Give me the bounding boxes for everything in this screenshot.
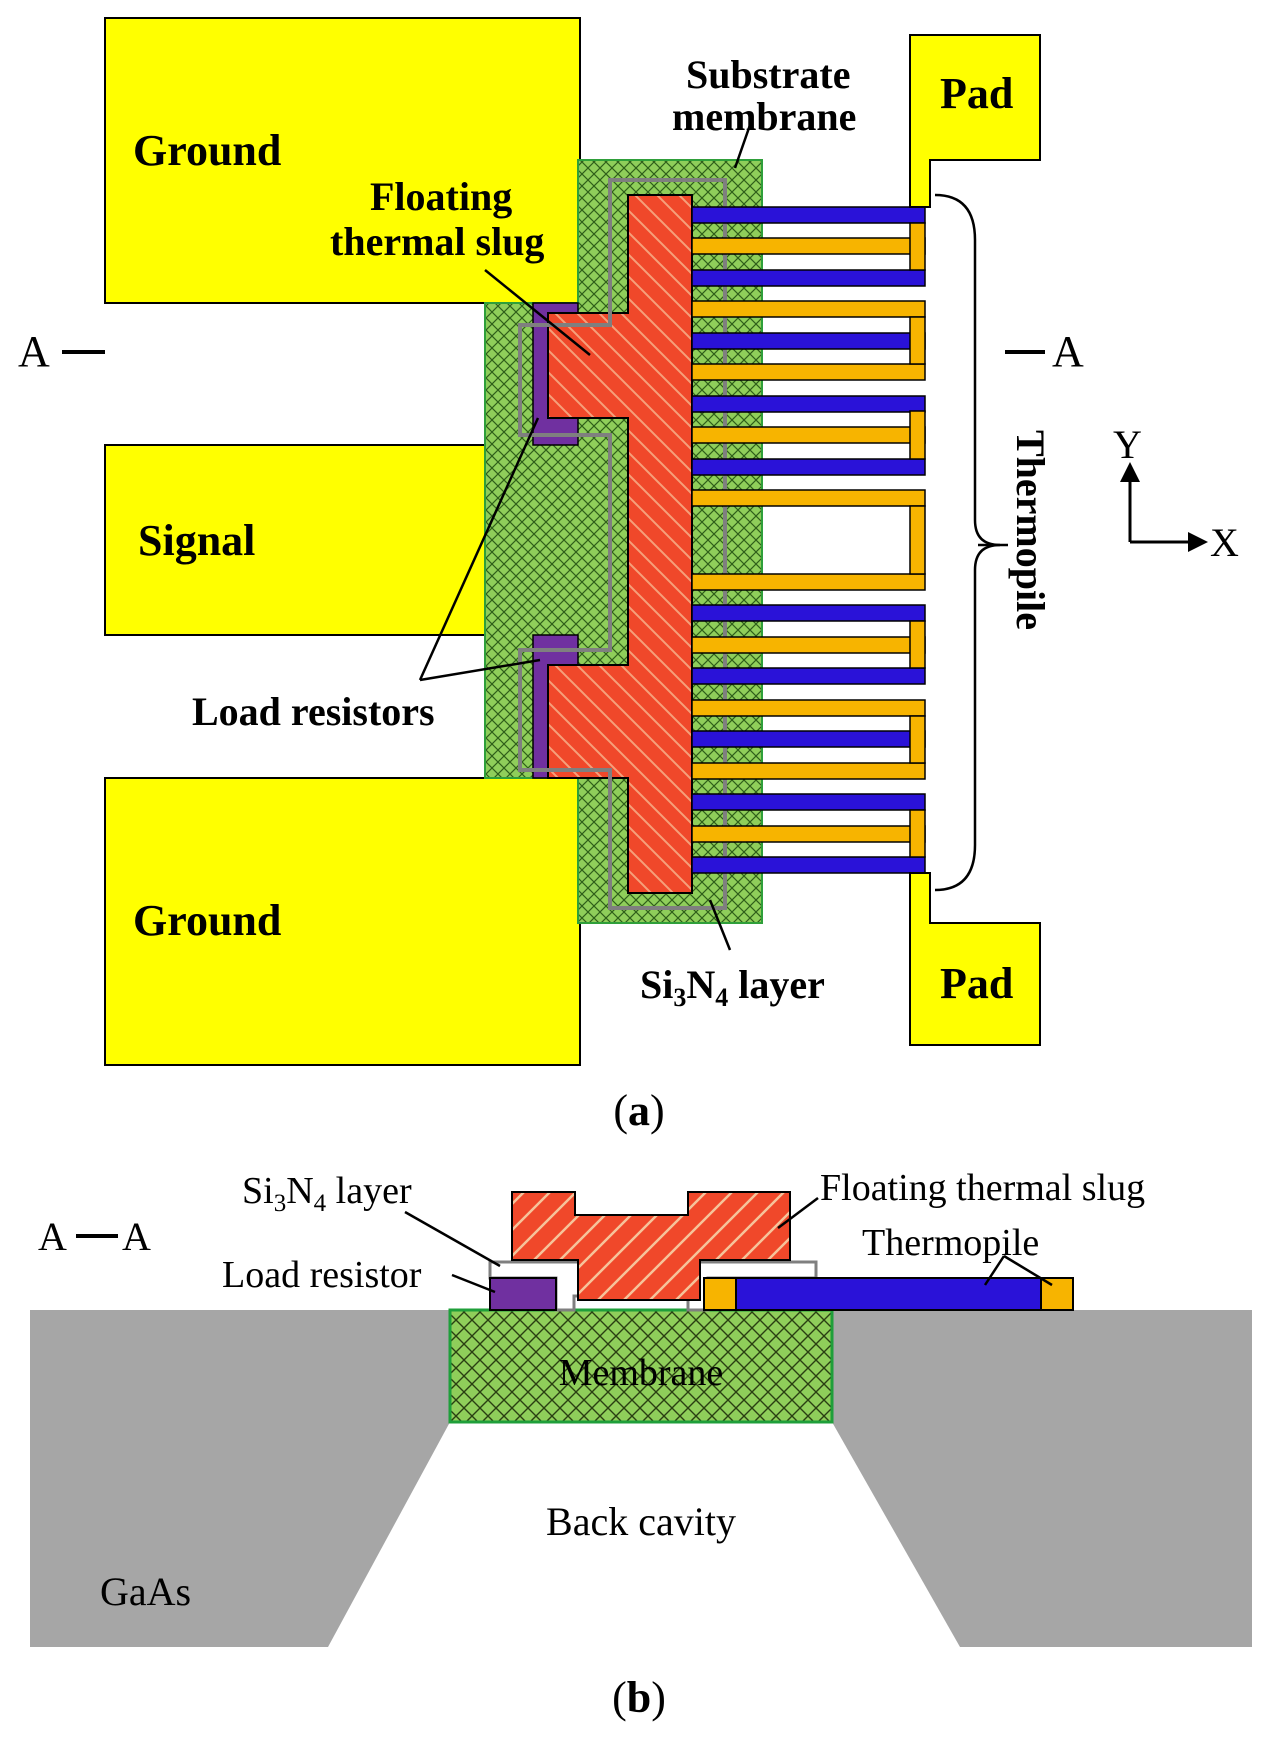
thermopile-connector bbox=[909, 809, 926, 858]
thermopile-blue-strip bbox=[691, 793, 926, 811]
thermopile-orange-strip bbox=[691, 636, 926, 654]
thermopile-connector bbox=[909, 715, 926, 764]
thermopile-blue-strip bbox=[691, 667, 926, 685]
thermopile-blue-strip bbox=[691, 269, 926, 287]
section-a-left: A bbox=[18, 327, 50, 376]
thermopile-blue-strip bbox=[691, 856, 926, 874]
pad-bottom-label: Pad bbox=[940, 959, 1013, 1008]
thermopile-label-b: Thermopile bbox=[862, 1222, 1039, 1264]
panel-a: A A Y X Ground Signal Ground Pad Pad Sub… bbox=[18, 17, 1239, 1135]
thermopile-orange-strip bbox=[691, 363, 926, 381]
slug-label-line1: Floating bbox=[370, 174, 512, 219]
thermopile-connector bbox=[909, 222, 926, 271]
thermopile-orange-strip bbox=[691, 489, 926, 507]
membrane-label-b: Membrane bbox=[559, 1352, 724, 1394]
thermopile-blue-strip bbox=[691, 604, 926, 622]
x-axis-arrow bbox=[1188, 532, 1208, 552]
leader-thermopile-b1 bbox=[983, 1255, 1006, 1286]
thermopile-connector bbox=[909, 316, 926, 365]
load-resistor-b bbox=[489, 1277, 557, 1311]
floating-slug-label-b: Floating thermal slug bbox=[820, 1167, 1145, 1209]
thermopile-blue-strip bbox=[691, 332, 926, 350]
back-cavity-label: Back cavity bbox=[546, 1499, 736, 1544]
leader-thermopile-b2 bbox=[1003, 1254, 1053, 1287]
gaas-substrate bbox=[30, 1310, 450, 1647]
thermopile-brace bbox=[934, 193, 1001, 892]
leader-lines-b bbox=[404, 1197, 1053, 1294]
thermopile-orange-strip bbox=[691, 762, 926, 780]
leader-lines-a bbox=[418, 124, 752, 951]
thermopile-orange-left-b bbox=[703, 1277, 737, 1311]
panel-b: A A Si3N4 layer Load resistor Floating t… bbox=[30, 1167, 1252, 1722]
gaas-substrate-right bbox=[832, 1310, 1252, 1647]
pad-bottom bbox=[909, 872, 1041, 1046]
thermopile-orange-strip bbox=[691, 573, 926, 591]
leader-substrate bbox=[733, 124, 752, 169]
panel-b-caption: (b) bbox=[612, 1673, 666, 1722]
membrane bbox=[448, 1308, 834, 1424]
thermopile-blue-group bbox=[691, 206, 926, 874]
thermopile-orange-strip bbox=[691, 426, 926, 444]
leader-si3n4 bbox=[708, 899, 732, 951]
axis-x-label: X bbox=[1210, 520, 1239, 565]
thermopile-blue-strip bbox=[691, 395, 926, 413]
thermopile-orange-right-b bbox=[1040, 1277, 1074, 1311]
thermopile-orange-group bbox=[691, 222, 926, 858]
substrate-label-line1: Substrate bbox=[686, 52, 850, 97]
thermopile-orange-strip bbox=[691, 825, 926, 843]
leader-si3n4-b bbox=[404, 1210, 501, 1268]
floating-thermal-slug-b bbox=[511, 1191, 791, 1301]
substrate-label-line2: membrane bbox=[672, 94, 856, 139]
ground-bottom-pad bbox=[104, 777, 581, 1066]
si3n4-label-a: Si3N4 layer bbox=[640, 962, 825, 1012]
slug-label-line2: thermal slug bbox=[330, 219, 544, 264]
panel-a-caption: (a) bbox=[613, 1086, 664, 1135]
load-resistors-label: Load resistors bbox=[192, 689, 435, 734]
section-title-right-b: A bbox=[122, 1214, 151, 1259]
thermopile-blue-b bbox=[735, 1277, 1042, 1311]
thermopile-strips bbox=[691, 206, 926, 874]
gaas-label: GaAs bbox=[100, 1569, 191, 1614]
ground-bottom-label: Ground bbox=[133, 896, 281, 945]
leader-resistor-bottom bbox=[419, 658, 541, 682]
thermopile-label-a: Thermopile bbox=[1008, 430, 1053, 630]
thermopile-connector bbox=[909, 410, 926, 460]
section-title-left-b: A bbox=[38, 1214, 67, 1259]
leader-resistor-top bbox=[418, 417, 540, 681]
y-axis-arrow bbox=[1120, 462, 1140, 482]
axes-indicator bbox=[1120, 462, 1208, 552]
signal-label: Signal bbox=[138, 516, 255, 565]
thermopile-blue-strip bbox=[691, 730, 926, 748]
pad-top-label: Pad bbox=[940, 69, 1013, 118]
thermopile-connector bbox=[909, 620, 926, 669]
thermopile-connector bbox=[909, 505, 926, 575]
pad-top bbox=[909, 34, 1041, 208]
thermopile-orange-strip bbox=[691, 699, 926, 717]
axis-y-label: Y bbox=[1113, 422, 1142, 467]
load-resistor-label-b: Load resistor bbox=[222, 1254, 422, 1296]
thermopile-blue-strip bbox=[691, 458, 926, 476]
si3n4-layer-outline bbox=[518, 178, 727, 910]
ground-top-label: Ground bbox=[133, 126, 281, 175]
floating-thermal-slug bbox=[547, 194, 693, 894]
ground-top-pad bbox=[104, 17, 581, 304]
leader-slug bbox=[484, 269, 591, 356]
thermopile-orange-strip bbox=[691, 300, 926, 318]
leader-slug-b bbox=[777, 1197, 819, 1229]
leader-load-resistor-b bbox=[451, 1273, 496, 1294]
si3n4-label-b: Si3N4 layer bbox=[242, 1170, 412, 1217]
thermopile-orange-strip bbox=[691, 237, 926, 255]
section-a-right: A bbox=[1052, 327, 1084, 376]
thermopile-blue-strip bbox=[691, 206, 926, 224]
